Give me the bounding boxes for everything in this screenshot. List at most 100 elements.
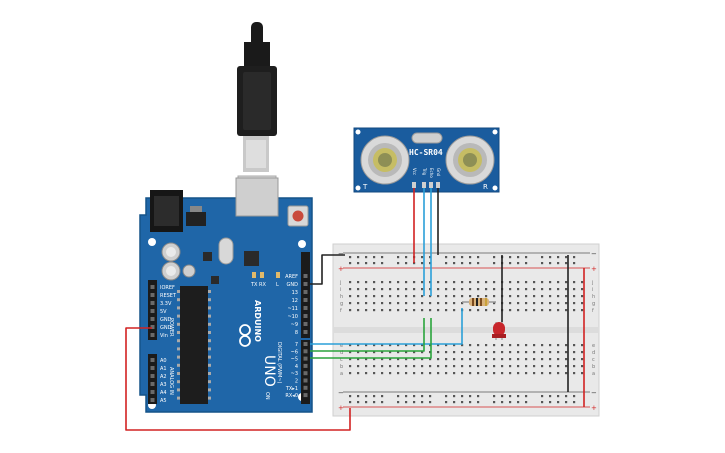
header-pin[interactable] bbox=[150, 382, 155, 386]
capacitor bbox=[182, 264, 196, 278]
sensor-pin[interactable] bbox=[412, 182, 416, 188]
transmit-mark: T bbox=[362, 183, 368, 191]
row-letter: b bbox=[592, 364, 595, 370]
header-pin[interactable] bbox=[303, 378, 308, 383]
rail-minus-label: − bbox=[338, 250, 344, 258]
header-pin[interactable] bbox=[150, 293, 155, 297]
header-pin[interactable] bbox=[150, 325, 155, 329]
digital-pin-label: RX◂0 bbox=[285, 393, 298, 399]
row-letter: a bbox=[340, 371, 343, 377]
power-pin-label: Vin bbox=[160, 333, 168, 339]
digital-pin-label: 7 bbox=[295, 342, 298, 348]
transmitter-transducer bbox=[360, 135, 410, 185]
header-pin[interactable] bbox=[303, 363, 308, 368]
wires bbox=[125, 188, 585, 431]
row-letter: f bbox=[340, 308, 342, 314]
sensor-pin-label: Gnd bbox=[436, 168, 441, 177]
row-letter: f bbox=[592, 308, 594, 314]
header-pin[interactable] bbox=[303, 393, 308, 398]
power-pin-label: 3.3V bbox=[160, 301, 172, 307]
header-pin[interactable] bbox=[303, 342, 308, 346]
digital-pin-label: ~10 bbox=[287, 314, 298, 320]
arduino-logo-icon bbox=[239, 324, 251, 347]
header-pin[interactable] bbox=[303, 330, 308, 334]
usb-port bbox=[235, 177, 279, 217]
rail-minus-label: − bbox=[338, 389, 344, 397]
header-pin[interactable] bbox=[303, 290, 308, 294]
wire-pin5 bbox=[310, 318, 432, 359]
analog-pin-label: A5 bbox=[160, 398, 167, 404]
digital-pin-label: ~11 bbox=[287, 306, 298, 312]
mount-hole bbox=[298, 240, 306, 248]
header-pin[interactable] bbox=[150, 358, 155, 362]
row-letter: c bbox=[340, 357, 343, 363]
header-pin[interactable] bbox=[303, 356, 308, 361]
atmega-chip bbox=[180, 286, 208, 404]
header-pin[interactable] bbox=[303, 349, 308, 354]
arduino-model: UNO bbox=[261, 355, 277, 387]
power-pin-label: RESET bbox=[160, 293, 177, 299]
header-pin[interactable] bbox=[303, 282, 308, 286]
digital-header-title: DIGITAL (PWM~) bbox=[276, 342, 282, 384]
analog-header-title: ANALOG IN bbox=[168, 367, 174, 395]
header-pin[interactable] bbox=[150, 390, 155, 394]
header-pin[interactable] bbox=[150, 398, 155, 402]
power-pin-label: IOREF bbox=[160, 285, 175, 291]
red-led bbox=[492, 322, 506, 340]
reset-button-cap bbox=[292, 210, 304, 222]
receive-mark: R bbox=[483, 183, 488, 191]
row-letter: b bbox=[340, 364, 343, 370]
header-pin[interactable] bbox=[303, 274, 308, 278]
sensor-pin[interactable] bbox=[429, 182, 433, 188]
row-letter: e bbox=[592, 343, 595, 349]
row-letter: g bbox=[592, 301, 595, 307]
rail-plus-label: + bbox=[338, 265, 344, 273]
header-pin[interactable] bbox=[150, 301, 155, 305]
analog-pin-label: A1 bbox=[160, 366, 167, 372]
sensor-pin-label: Trig bbox=[422, 167, 427, 176]
sensor-pin[interactable] bbox=[436, 182, 440, 188]
sensor-pin-label: Vcc bbox=[412, 168, 417, 175]
wire-5v-rail bbox=[125, 327, 351, 431]
header-pin[interactable] bbox=[303, 385, 308, 390]
header-pin[interactable] bbox=[303, 322, 308, 326]
row-letter: d bbox=[592, 350, 595, 356]
header-pin[interactable] bbox=[150, 285, 155, 289]
rx-label: RX bbox=[259, 282, 266, 288]
sensor-pin[interactable] bbox=[422, 182, 426, 188]
power-pin-label: 5V bbox=[160, 309, 167, 315]
digital-pin-label: TX▸1 bbox=[285, 386, 298, 392]
header-pin[interactable] bbox=[150, 309, 155, 313]
wire-pin6 bbox=[310, 318, 425, 352]
l-label: L bbox=[276, 282, 279, 288]
row-letter: c bbox=[592, 357, 595, 363]
digital-pin-label: AREF bbox=[285, 274, 298, 280]
header-pin[interactable] bbox=[150, 366, 155, 370]
usb-chip bbox=[244, 251, 259, 266]
digital-pin-label: ~3 bbox=[291, 371, 298, 377]
power-pin-label: GND bbox=[160, 325, 172, 331]
digital-pin-label: ~6 bbox=[291, 349, 298, 355]
header-pin[interactable] bbox=[150, 374, 155, 378]
header-pin[interactable] bbox=[303, 306, 308, 310]
power-header-title: POWER bbox=[168, 318, 174, 337]
header-pin[interactable] bbox=[303, 371, 308, 376]
header-pin[interactable] bbox=[303, 298, 308, 302]
arduino-brand: ARDUINO bbox=[253, 300, 262, 342]
voltage-regulator bbox=[186, 212, 206, 226]
rail-minus-label: − bbox=[591, 250, 597, 258]
row-letter: a bbox=[592, 371, 595, 377]
wire-pin7 bbox=[310, 308, 463, 345]
analog-pin-label: A0 bbox=[160, 358, 167, 364]
header-pin[interactable] bbox=[150, 333, 155, 337]
analog-pin-label: A4 bbox=[160, 390, 167, 396]
row-letter: h bbox=[592, 294, 595, 300]
digital-pin-label: 13 bbox=[292, 290, 298, 296]
receiver-transducer bbox=[445, 135, 495, 185]
header-pin[interactable] bbox=[303, 314, 308, 318]
rail-plus-label: + bbox=[338, 404, 344, 412]
header-pin[interactable] bbox=[150, 317, 155, 321]
digital-pin-label: 12 bbox=[292, 298, 298, 304]
digital-pin-label: 4 bbox=[295, 364, 298, 370]
